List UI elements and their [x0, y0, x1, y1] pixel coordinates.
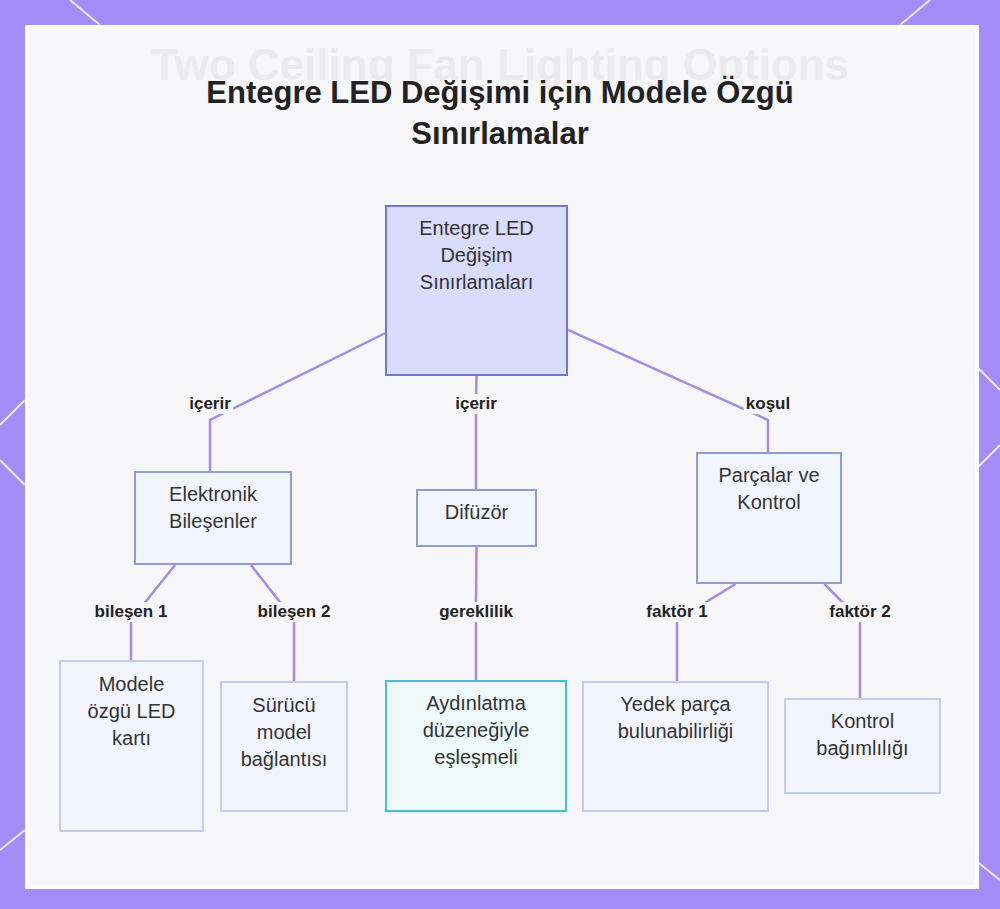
edge-label: bileşen 1 — [93, 602, 170, 622]
connector — [568, 330, 768, 452]
node-text: Elektronik Bileşenler — [148, 481, 278, 535]
process-box: Aydınlatma düzeneğiyle eşleşmeli — [385, 680, 567, 812]
process-box: Yedek parça bulunabilirliği — [582, 681, 769, 812]
connector — [476, 376, 478, 489]
node-text: Kontrol bağımlılığı — [798, 708, 928, 762]
connector — [677, 584, 735, 681]
node-text: Difüzör — [422, 499, 532, 526]
process-box: Elektronik Bileşenler — [134, 471, 292, 565]
edge-label: gereklilik — [437, 602, 515, 622]
node-text: Yedek parça bulunabilirliği — [591, 691, 761, 745]
edge-label: faktör 1 — [644, 602, 709, 622]
node-text: Aydınlatma düzeneğiyle eşleşmeli — [396, 690, 556, 771]
process-box: Difüzör — [416, 489, 537, 547]
connector — [210, 333, 385, 471]
process-box: Kontrol bağımlılığı — [784, 698, 941, 794]
diagram-title: Entegre LED Değişimi için Modele Özgü Sı… — [150, 72, 850, 154]
node-text: Sürücü model bağlantısı — [229, 692, 339, 773]
edge-label: bileşen 2 — [256, 602, 333, 622]
edge-label: faktör 2 — [827, 602, 892, 622]
process-box: Parçalar ve Kontrol — [696, 452, 842, 584]
edge-label: içerir — [187, 394, 233, 414]
node-text: Modele özgü LED kartı — [77, 671, 187, 752]
root-box: Entegre LED Değişim Sınırlamaları — [385, 205, 568, 376]
connector — [251, 565, 294, 681]
process-box: Sürücü model bağlantısı — [220, 681, 348, 812]
node-text: Entegre LED Değişim Sınırlamaları — [402, 215, 552, 296]
process-box: Modele özgü LED kartı — [59, 660, 204, 832]
edge-label: koşul — [744, 394, 792, 414]
edge-label: içerir — [453, 394, 499, 414]
node-text: Parçalar ve Kontrol — [704, 462, 834, 516]
